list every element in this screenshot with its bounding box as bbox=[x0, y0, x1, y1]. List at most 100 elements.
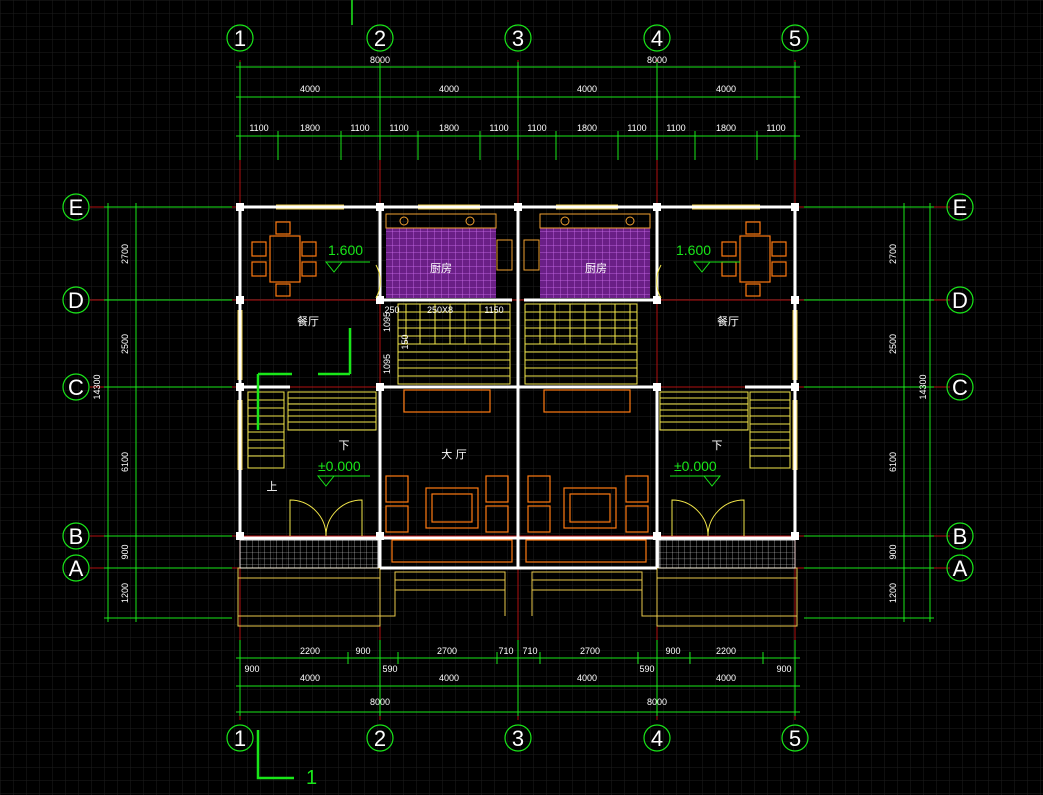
dining-set-left bbox=[251, 221, 317, 297]
dim-bottom-7: 900 bbox=[665, 646, 680, 656]
axis-bubbles-top: 1 2 3 4 5 bbox=[226, 0, 809, 52]
stair-note-250: 250 bbox=[384, 305, 399, 315]
dim-bottom-8: 2200 bbox=[716, 646, 736, 656]
axis-bottom-3: 3 bbox=[512, 726, 524, 751]
dim-top-total-left: 8000 bbox=[370, 55, 390, 65]
dim-left-seg-1: 2700 bbox=[120, 244, 130, 264]
stair-down-right: 下 bbox=[712, 439, 723, 452]
porch-paving-right bbox=[658, 539, 796, 569]
section-mark-label: 1 bbox=[306, 767, 317, 789]
axis-bottom-2: 2 bbox=[374, 726, 386, 751]
dim-bottom-6: 2700 bbox=[580, 646, 600, 656]
dim-bottom-1b-4: 900 bbox=[776, 664, 791, 674]
dim-bottom-1b-3: 590 bbox=[639, 664, 654, 674]
dining-set-right bbox=[721, 221, 787, 297]
dim-top-bay-3: 4000 bbox=[577, 84, 597, 94]
level-upper-left: 1.600 bbox=[328, 242, 363, 258]
dim-left-seg-5: 1200 bbox=[120, 583, 130, 603]
dim-bottom-2: 900 bbox=[355, 646, 370, 656]
axis-left-e: E bbox=[69, 195, 84, 220]
doors bbox=[289, 264, 745, 537]
dim-top-sub: 1100 1800 1100 1100 1800 1100 1100 1800 … bbox=[249, 123, 785, 133]
dim-top-sub-3: 1100 bbox=[350, 123, 369, 133]
axis-bubbles-bottom: 1 2 3 4 5 bbox=[226, 724, 809, 752]
windows bbox=[237, 204, 798, 470]
dim-bottom-1b-1: 900 bbox=[244, 664, 259, 674]
dim-top-sub-11: 1800 bbox=[716, 123, 736, 133]
axis-left-a: A bbox=[69, 556, 84, 581]
dim-bottom-4: 710 bbox=[498, 646, 513, 656]
room-kitchen-right: 厨房 bbox=[585, 262, 607, 275]
axis-bubbles-right: E D C B A bbox=[946, 193, 974, 582]
wall-columns bbox=[236, 203, 799, 540]
dim-bottom-3: 2700 bbox=[437, 646, 457, 656]
dim-bottom-total-left: 8000 bbox=[370, 697, 390, 707]
room-dining-right: 餐厅 bbox=[717, 314, 739, 328]
kitchen-counters bbox=[385, 213, 651, 271]
axis-bottom-4: 4 bbox=[651, 726, 663, 751]
dim-bottom-5: 710 bbox=[522, 646, 537, 656]
axis-top-1: 1 bbox=[234, 26, 246, 51]
axis-top-3: 3 bbox=[512, 26, 524, 51]
dim-top-sub-8: 1800 bbox=[577, 123, 597, 133]
axis-right-d: D bbox=[952, 288, 968, 313]
dim-left-seg-2: 2500 bbox=[120, 334, 130, 354]
dim-right-seg-2: 2500 bbox=[888, 334, 898, 354]
stair-down-left: 下 bbox=[339, 439, 350, 452]
dimension-lines-right bbox=[804, 203, 934, 622]
dim-bottom-bay-2: 4000 bbox=[439, 673, 459, 683]
dim-top-sub-12: 1100 bbox=[766, 123, 785, 133]
dimension-lines-bottom bbox=[236, 640, 800, 716]
stairs-side bbox=[247, 391, 791, 469]
dimension-lines-left bbox=[104, 203, 232, 622]
stair-note-1150: 1150 bbox=[484, 305, 503, 315]
dim-top-sub-9: 1100 bbox=[627, 123, 646, 133]
axis-right-e: E bbox=[953, 195, 968, 220]
dim-bottom-bay-1: 4000 bbox=[300, 673, 320, 683]
stair-note-1095a: 1095 bbox=[382, 312, 392, 332]
living-furniture bbox=[385, 389, 649, 563]
dim-top-total-right: 8000 bbox=[647, 55, 667, 65]
dim-top-sub-4: 1100 bbox=[389, 123, 408, 133]
dim-top-sub-6: 1100 bbox=[489, 123, 508, 133]
dim-right-seg-4: 900 bbox=[888, 544, 898, 559]
room-hall: 大 厅 bbox=[441, 447, 467, 461]
dim-bottom-1: 2200 bbox=[300, 646, 320, 656]
dim-top-bay-4: 4000 bbox=[716, 84, 736, 94]
axis-bottom-1: 1 bbox=[234, 726, 246, 751]
axis-bottom-5: 5 bbox=[789, 726, 801, 751]
level-ground-right: ±0.000 bbox=[674, 458, 717, 474]
dim-top-sub-5: 1800 bbox=[439, 123, 459, 133]
axis-right-b: B bbox=[953, 524, 968, 549]
dim-top-sub-10: 1100 bbox=[666, 123, 685, 133]
dim-right-total: 14300 bbox=[918, 374, 928, 399]
dim-top-bay-1: 4000 bbox=[300, 84, 320, 94]
dim-bottom-bay-3: 4000 bbox=[577, 673, 597, 683]
axis-left-b: B bbox=[69, 524, 84, 549]
walls bbox=[238, 205, 797, 570]
kitchen-tiles-left bbox=[386, 228, 496, 298]
dim-left-seg-4: 900 bbox=[120, 544, 130, 559]
level-markers bbox=[316, 261, 740, 487]
dim-right-seg-3: 6100 bbox=[888, 452, 898, 472]
axis-top-2: 2 bbox=[374, 26, 386, 51]
room-dining-left: 餐厅 bbox=[297, 314, 319, 328]
dim-top-sub-1: 1100 bbox=[249, 123, 268, 133]
section-cut-marks bbox=[256, 328, 352, 780]
dim-right-seg-1: 2700 bbox=[888, 244, 898, 264]
room-kitchen-left: 厨房 bbox=[430, 262, 452, 275]
dim-top-sub-7: 1100 bbox=[527, 123, 546, 133]
dim-bottom-bay-4: 4000 bbox=[716, 673, 736, 683]
axis-right-a: A bbox=[953, 556, 968, 581]
dim-left-seg-3: 6100 bbox=[120, 452, 130, 472]
dim-top-sub-2: 1800 bbox=[300, 123, 320, 133]
kitchen-tiles-right bbox=[540, 228, 650, 298]
dimension-lines-top bbox=[236, 62, 800, 160]
axis-top-4: 4 bbox=[651, 26, 663, 51]
axis-bubbles-left: E D C B A bbox=[62, 193, 90, 582]
stairs-center bbox=[397, 303, 638, 385]
stair-up-left: 上 bbox=[267, 480, 278, 493]
axis-right-c: C bbox=[952, 375, 968, 400]
